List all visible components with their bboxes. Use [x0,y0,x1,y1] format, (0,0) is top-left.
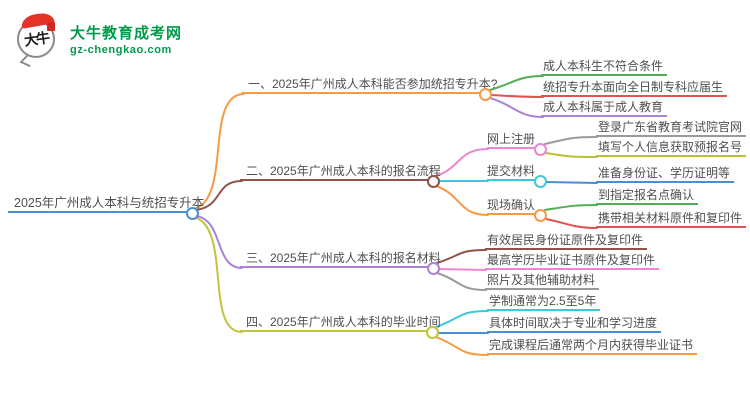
edge-root-branch3 [195,215,243,269]
branch-3-topic: 三、2025年广州成人本科的报名材料 [240,250,441,268]
daniu-logo-icon: 大牛 [16,11,62,68]
mindmap-root-node: 2025年广州成人本科与统招专升本 [8,195,204,213]
branch-4-connector-dot [426,326,439,339]
edge-branch4-leaf3 [435,336,489,356]
branch-1-leaf-1: 成人本科生不符合条件 [541,58,668,76]
logo-text: 大牛教育成考网 gz-chengkao.com [70,22,182,56]
branch-2-leaf-5: 携带相关材料原件和复印件 [596,210,747,228]
branch-1-topic: 一、2025年广州成人本科能否参加统招专升本? [242,76,497,94]
edge-branch3-leaf2 [438,268,487,271]
edge-branch3-leaf3 [436,272,487,291]
root-connector-dot [186,207,199,220]
online-register-connector-dot [534,143,547,156]
edge-root-branch4 [193,216,243,333]
branch-1-connector-dot [479,88,492,101]
branch-2-leaf-1: 登录广东省教育考试院官网 [596,119,747,137]
branch-2-leaf-4: 到指定报名点确认 [596,187,699,205]
branch-2-leaf-2: 填写个人信息获取预报名号 [596,139,747,157]
branch-1-leaf-2: 统招专升本面向全日制专科应届生 [541,79,728,97]
edge-root-branch1 [193,93,245,210]
branch-3-leaf-2: 最高学历毕业证书原件及复印件 [485,252,660,270]
branch-4-leaf-3: 完成课程后通常两个月内获得毕业证书 [487,337,698,355]
branch-3-connector-dot [427,262,440,275]
branch-2-step-online-register: 网上注册 [487,131,535,149]
branch-3-leaf-3: 照片及其他辅助材料 [485,272,600,290]
edge-mid1-leaf1 [544,136,598,145]
branch-1-leaf-3: 成人本科属于成人教育 [541,99,668,117]
edge-branch3-leaf1 [436,249,487,264]
edge-branch1-leaf3 [489,97,544,118]
edge-branch2-mid3 [435,185,489,216]
site-domain: gz-chengkao.com [70,44,172,56]
edge-branch1-leaf2 [490,94,544,98]
branch-2-step-onsite-confirm: 现场确认 [487,197,535,215]
edge-branch2-mid1 [435,148,489,177]
site-name: 大牛教育成考网 [70,25,183,42]
edge-branch4-leaf1 [435,310,489,328]
edge-mid2-leaf1 [545,181,598,184]
onsite-confirm-connector-dot [534,209,547,222]
edge-mid3-leaf2 [545,218,598,229]
edge-branch1-leaf1 [489,75,544,91]
edge-mid1-leaf2 [545,152,598,158]
site-logo: 大牛 大牛教育成考网 gz-chengkao.com [16,11,182,68]
branch-4-leaf-1: 学制通常为2.5至5年 [487,293,601,311]
edge-root-branch2 [195,180,243,211]
edge-mid3-leaf1 [544,204,598,211]
branch-2-topic: 二、2025年广州成人本科的报名流程 [240,163,441,181]
branch-4-topic: 四、2025年广州成人本科的毕业时间 [240,314,441,332]
branch-2-step-submit-materials: 提交材料 [487,163,535,181]
branch-2-connector-dot [427,175,440,188]
branch-3-leaf-1: 有效居民身份证原件及复印件 [485,232,648,250]
submit-materials-connector-dot [534,175,547,188]
branch-2-leaf-3: 准备身份证、学历证明等 [596,165,735,183]
logo-seal-icon [47,22,55,31]
branch-4-leaf-2: 具体时间取决于专业和学习进度 [487,315,662,333]
